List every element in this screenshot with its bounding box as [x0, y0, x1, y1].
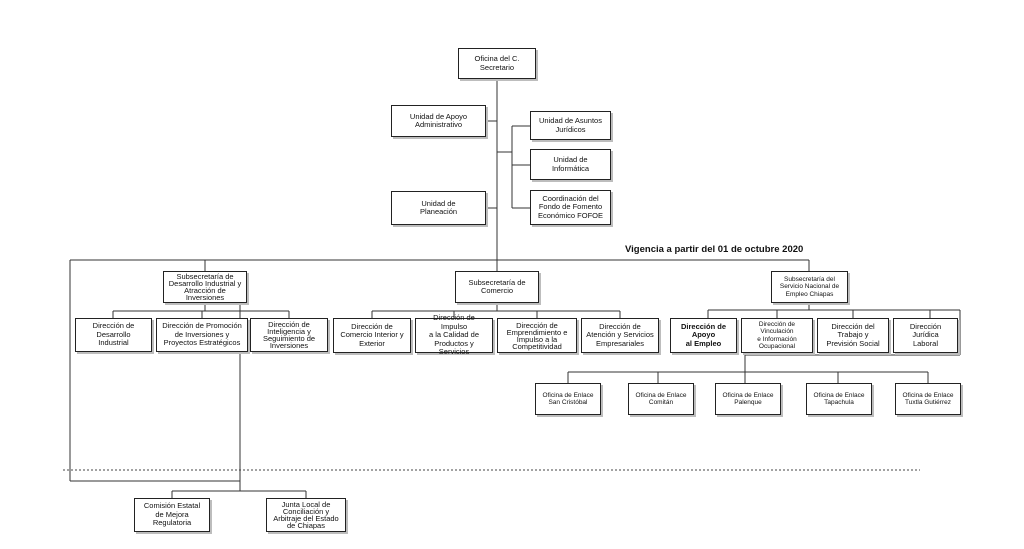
comision-mejora-regulatoria: Comisión Estatal de Mejora Regulatoria: [134, 498, 210, 532]
unidad-asuntos-juridicos: Unidad de Asuntos Jurídicos: [530, 111, 611, 140]
oficina-enlace-san-cristobal: Oficina de Enlace San Cristóbal: [535, 383, 601, 415]
subsecretaria-desarrollo-industrial: Subsecretaría de Desarrollo Industrial y…: [163, 271, 247, 303]
direccion-juridica-laboral: Dirección Jurídica Laboral: [893, 318, 958, 353]
oficina-enlace-comitan: Oficina de Enlace Comitán: [628, 383, 694, 415]
subsecretaria-servicio-empleo: Subsecretaría del Servicio Nacional de E…: [771, 271, 848, 303]
direccion-apoyo-empleo: Dirección de Apoyo al Empleo: [670, 318, 737, 353]
direccion-emprendimiento: Dirección de Emprendimiento e Impulso a …: [497, 318, 577, 353]
direccion-comercio-interior-exterior: Dirección de Comercio Interior y Exterio…: [333, 318, 411, 353]
oficina-enlace-tuxtla: Oficina de Enlace Tuxtla Gutiérrez: [895, 383, 961, 415]
coordinacion-fofoe: Coordinación del Fondo de Fomento Económ…: [530, 190, 611, 225]
subsecretaria-comercio: Subsecretaría de Comercio: [455, 271, 539, 303]
oficina-enlace-palenque: Oficina de Enlace Palenque: [715, 383, 781, 415]
unidad-informatica: Unidad de Informática: [530, 149, 611, 180]
direccion-promocion-inversiones: Dirección de Promoción de Inversiones y …: [156, 318, 248, 352]
direccion-calidad-productos: Dirección de Impulso a la Calidad de Pro…: [415, 314, 493, 356]
direccion-trabajo-prevision: Dirección del Trabajo y Previsión Social: [817, 318, 889, 353]
direccion-inteligencia-seguimiento: Dirección de Inteligencia y Seguimiento …: [250, 318, 328, 352]
oficina-enlace-tapachula: Oficina de Enlace Tapachula: [806, 383, 872, 415]
junta-local-conciliacion: Junta Local de Conciliación y Arbitraje …: [266, 498, 346, 532]
unidad-apoyo-administrativo: Unidad de Apoyo Administrativo: [391, 105, 486, 137]
direccion-vinculacion: Dirección de Vinculación e Información O…: [741, 318, 813, 353]
effective-date-note: Vigencia a partir del 01 de octubre 2020: [625, 244, 804, 255]
direccion-desarrollo-industrial: Dirección de Desarrollo Industrial: [75, 318, 152, 352]
unidad-planeacion: Unidad de Planeación: [391, 191, 486, 225]
direccion-atencion-empresariales: Dirección de Atención y Servicios Empres…: [581, 318, 659, 353]
oficina-secretario: Oficina del C. Secretario: [458, 48, 536, 79]
